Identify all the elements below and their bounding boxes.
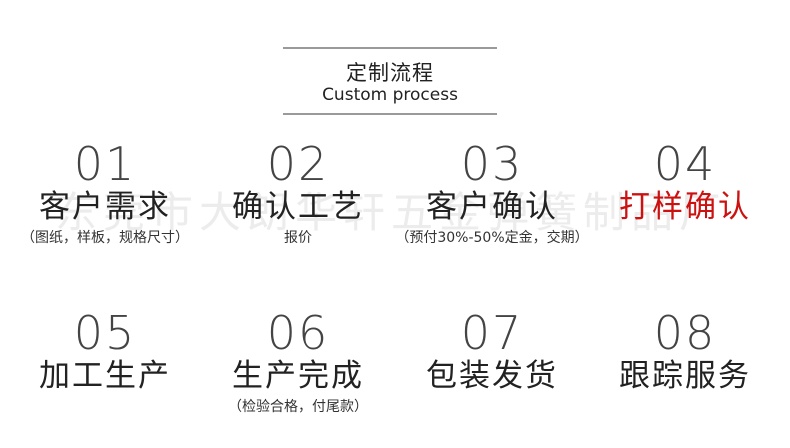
step-note: 报价 — [284, 230, 312, 246]
step-label: 跟踪服务 — [619, 358, 751, 394]
step-label: 客户需求 — [39, 189, 171, 225]
step-note: （检验合格，付尾款） — [228, 399, 368, 415]
step-number: 07 — [460, 306, 524, 360]
step-06: 06 生产完成 （检验合格，付尾款） — [198, 310, 398, 416]
step-label: 打样确认 — [619, 189, 751, 225]
step-03: 03 客户确认 （预付30%-50%定金，交期） — [392, 141, 592, 247]
step-label: 包装发货 — [426, 358, 558, 394]
step-number: 06 — [266, 306, 330, 360]
step-label: 加工生产 — [39, 358, 171, 394]
step-number: 03 — [460, 137, 524, 191]
step-note: （预付30%-50%定金，交期） — [395, 230, 589, 246]
step-number: 01 — [73, 137, 137, 191]
step-01: 01 客户需求 （图纸，样板，规格尺寸） — [5, 141, 205, 247]
step-number: 08 — [653, 306, 717, 360]
step-number: 04 — [653, 137, 717, 191]
page-title: 定制流程 — [346, 61, 434, 85]
step-label: 确认工艺 — [232, 189, 364, 225]
process-header: 定制流程 Custom process — [283, 47, 497, 115]
page-subtitle: Custom process — [322, 85, 458, 105]
step-02: 02 确认工艺 报价 — [198, 141, 398, 247]
header-bottom-rule — [283, 113, 497, 115]
step-04: 04 打样确认 — [585, 141, 785, 225]
step-07: 07 包装发货 — [392, 310, 592, 394]
step-08: 08 跟踪服务 — [585, 310, 785, 394]
step-number: 05 — [73, 306, 137, 360]
step-label: 生产完成 — [232, 358, 364, 394]
step-note: （图纸，样板，规格尺寸） — [21, 230, 189, 246]
step-05: 05 加工生产 — [5, 310, 205, 394]
step-number: 02 — [266, 137, 330, 191]
step-label: 客户确认 — [426, 189, 558, 225]
header-top-rule — [283, 47, 497, 49]
